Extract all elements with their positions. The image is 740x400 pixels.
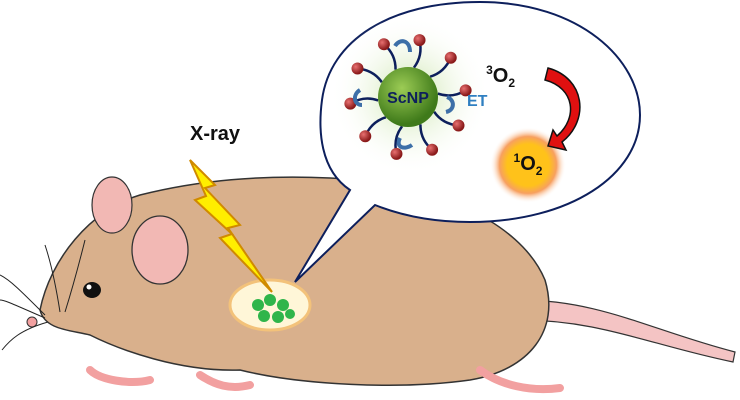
ligand-ball	[351, 62, 364, 75]
ligand-ball	[426, 143, 439, 156]
mouse-nose	[26, 316, 38, 328]
ligand-ball	[459, 84, 472, 97]
ligand-ball	[413, 34, 426, 47]
ligand-ball	[359, 130, 372, 143]
nanoparticle-label: ScNP	[387, 90, 429, 107]
mouse-front-foot-2	[196, 371, 254, 391]
mouse-eye	[83, 282, 101, 298]
mouse-hind-foot	[476, 366, 564, 394]
mouse-front-foot	[86, 366, 154, 386]
singlet-oxygen-label: 1O2	[514, 151, 543, 178]
ligand-balls	[344, 34, 472, 160]
ligand-ball	[390, 147, 403, 160]
mouse-ear-back	[91, 176, 133, 234]
mouse-tail	[519, 299, 736, 363]
whiskers	[0, 239, 86, 351]
ligand-ball	[452, 119, 465, 132]
tumor-cells	[252, 294, 295, 323]
energy-transfer-label: ET	[467, 93, 488, 110]
nanoparticle	[378, 67, 438, 127]
singlet-oxygen-glow	[490, 127, 566, 203]
ligand-ball	[444, 51, 457, 64]
xray-lightning-icon	[189, 159, 273, 293]
triplet-oxygen-label: 3O2	[486, 63, 515, 90]
conversion-arrow	[544, 67, 581, 152]
energy-transfer-arrows	[353, 39, 455, 150]
xray-label: X-ray	[190, 123, 241, 145]
mouse-ear-front	[131, 215, 189, 285]
ligand-ball	[377, 38, 390, 51]
